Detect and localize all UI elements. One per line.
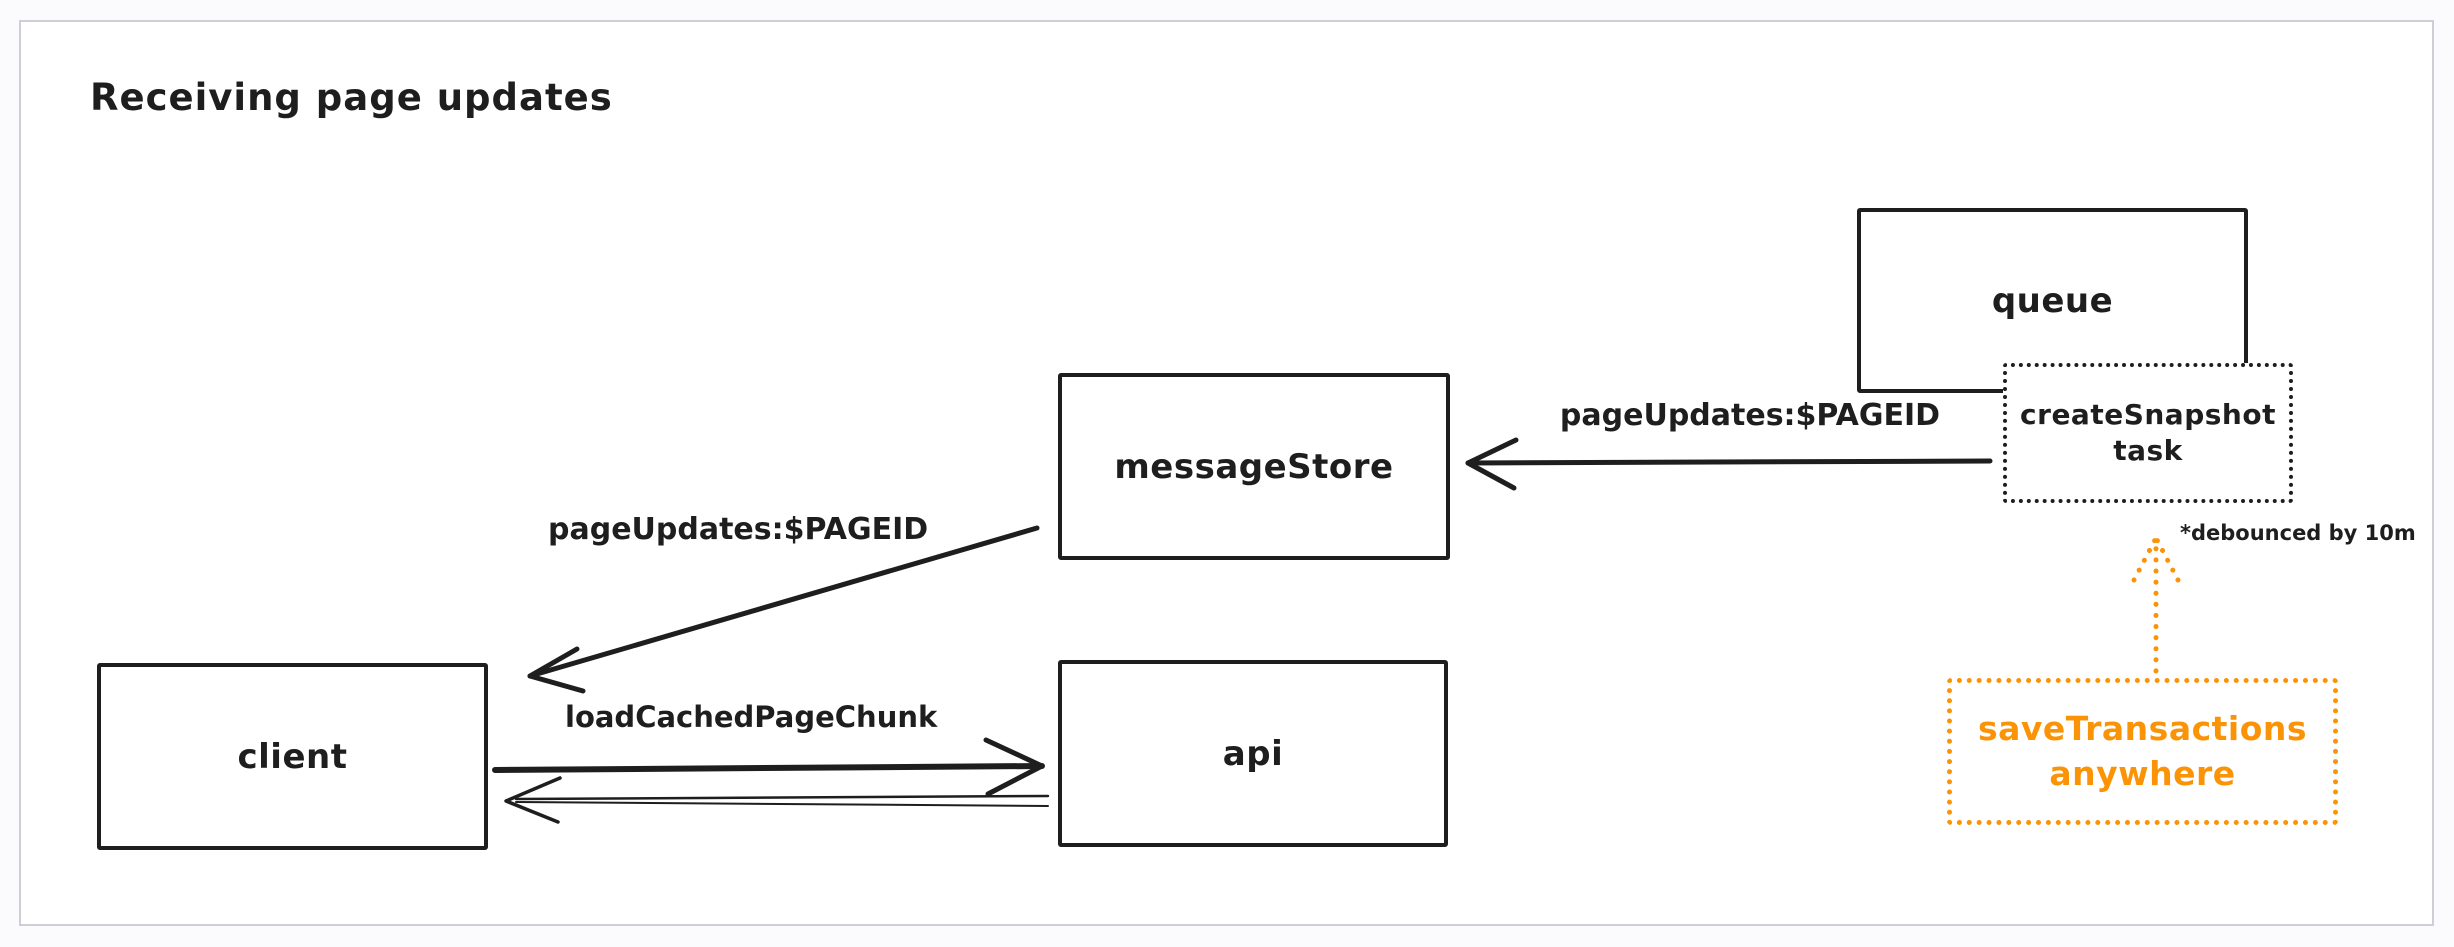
node-message-store-label: messageStore <box>1114 446 1394 487</box>
node-create-snapshot-task: createSnapshot task <box>2003 363 2293 503</box>
edge-label-loadcachedpagechunk: loadCachedPageChunk <box>565 700 938 734</box>
node-save-transactions-label: saveTransactions anywhere <box>1977 708 2308 793</box>
node-client: client <box>97 663 488 850</box>
node-api: api <box>1058 660 1448 847</box>
node-api-label: api <box>1222 733 1284 774</box>
node-queue: queue <box>1857 208 2248 393</box>
edge-label-pageupdates-pageid-left: pageUpdates:$PAGEID <box>548 512 929 547</box>
diagram-title: Receiving page updates <box>90 76 613 119</box>
node-create-snapshot-task-label: createSnapshot task <box>2020 397 2276 467</box>
node-save-transactions: saveTransactions anywhere <box>1947 678 2338 825</box>
node-client-label: client <box>237 736 348 777</box>
node-message-store: messageStore <box>1058 373 1450 560</box>
annotation-debounce-note: *debounced by 10m <box>2180 521 2416 545</box>
edge-label-pageupdates-pageid-right: pageUpdates:$PAGEID <box>1559 398 1941 433</box>
node-queue-label: queue <box>1991 280 2114 321</box>
